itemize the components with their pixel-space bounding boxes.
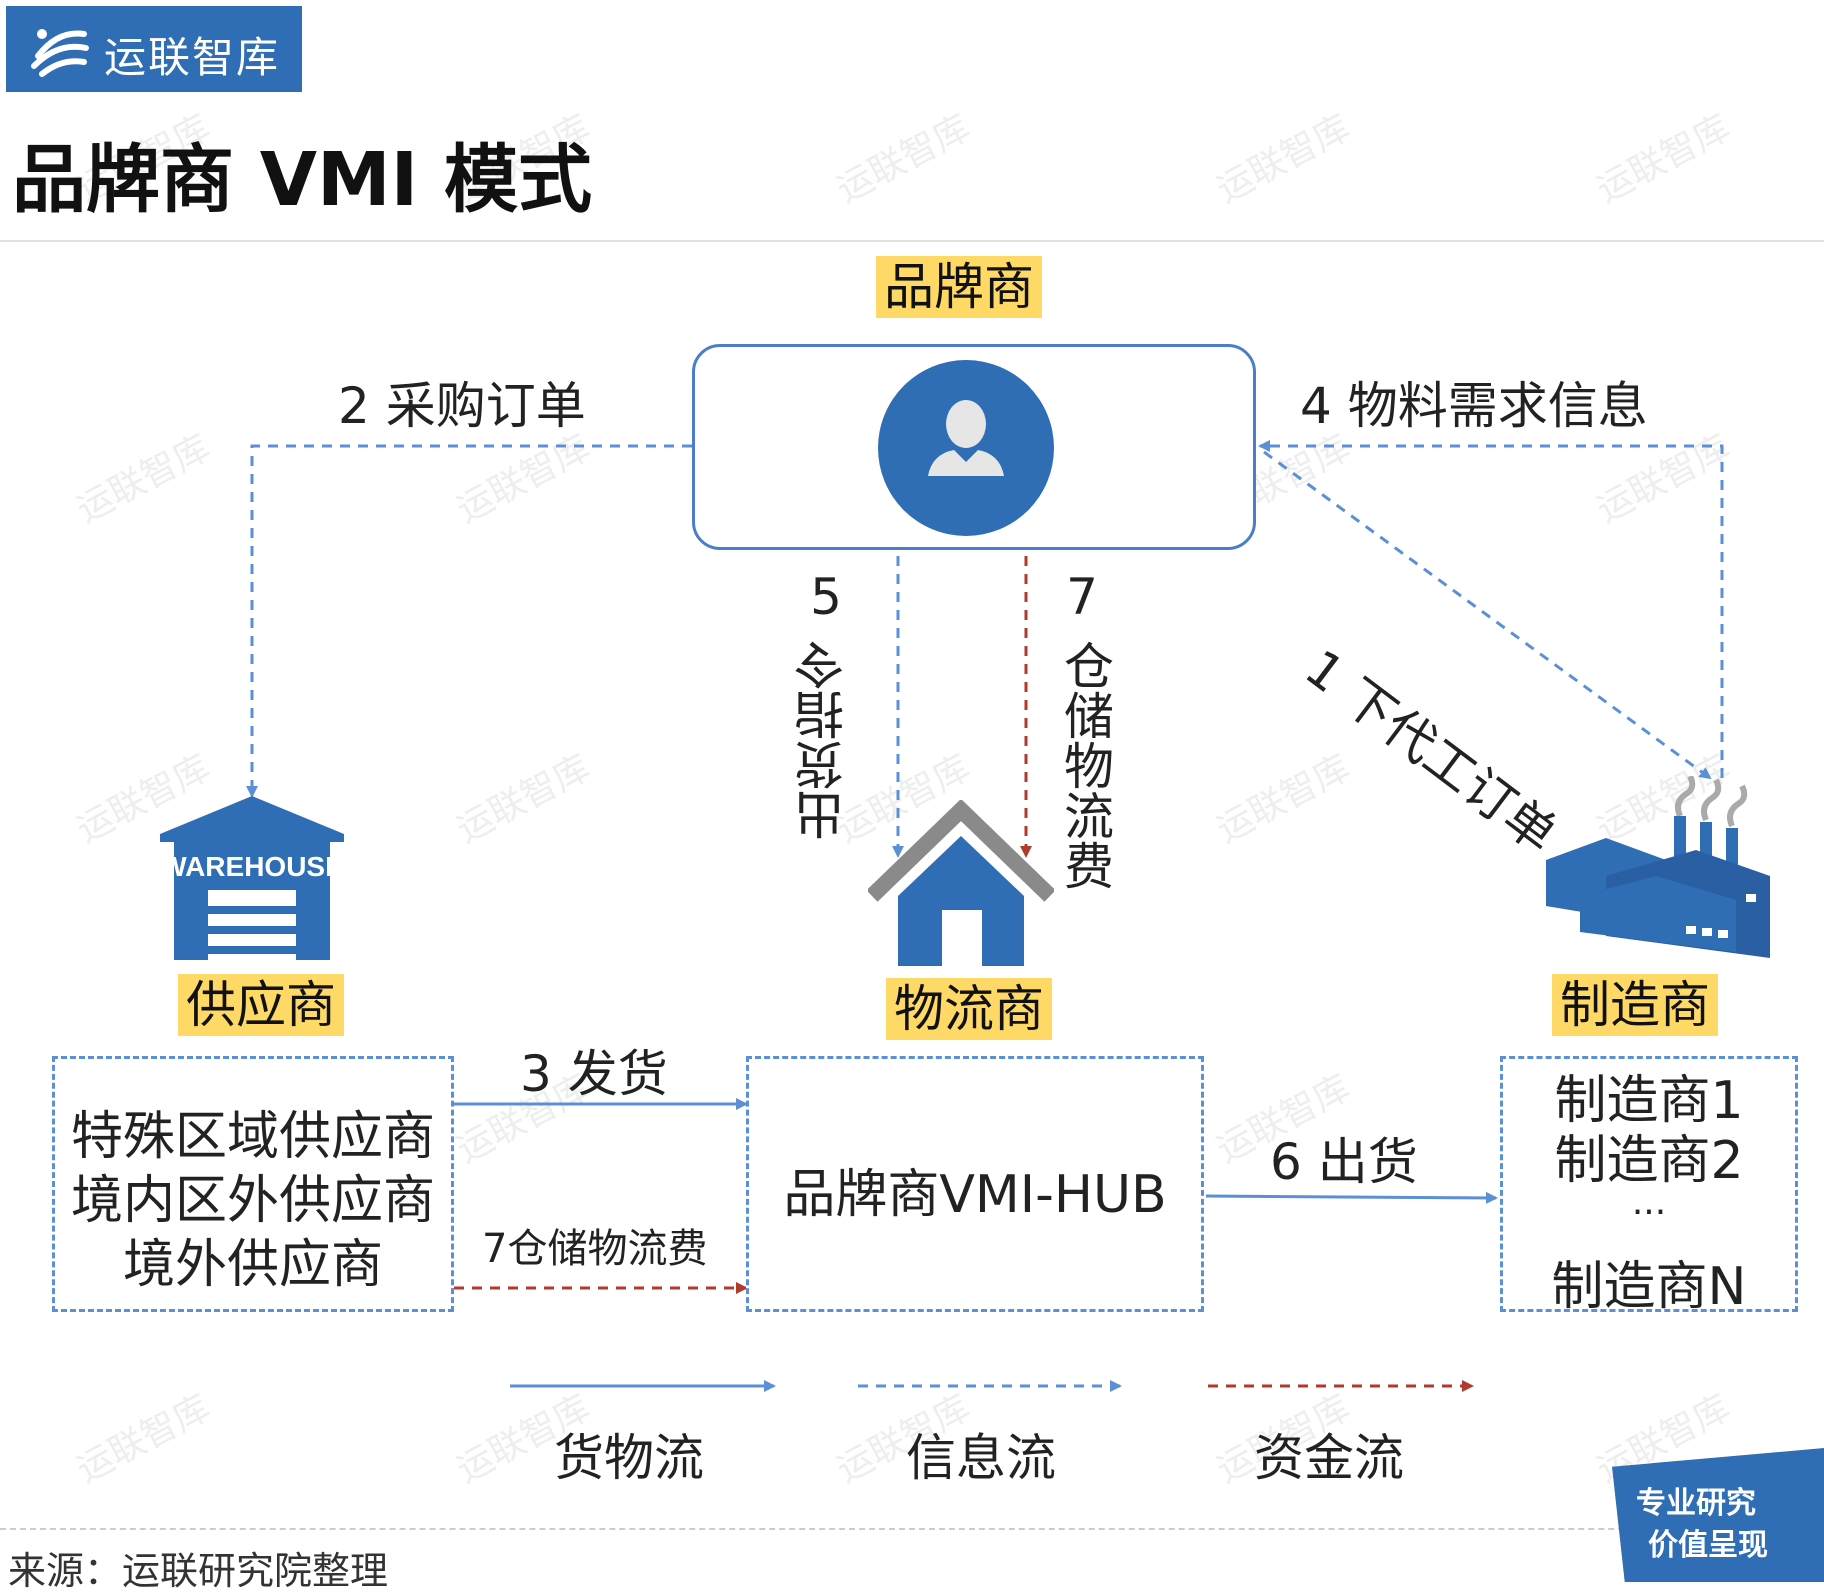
vmi-hub-box — [746, 1056, 1204, 1312]
flow-storage-fee-vertical-number: 7 — [1066, 568, 1098, 626]
source-note: 来源：运联研究院整理 — [8, 1549, 389, 1593]
legend-money-label: 资金流 — [1254, 1429, 1404, 1487]
flow-storage-fee-vertical-label: 仓储物流费 — [1056, 640, 1114, 890]
supplier-item: 境内区外供应商 — [70, 1171, 435, 1231]
warehouse-icon: WAREHOUSE — [160, 796, 344, 960]
slogan-badge: 专业研究 价值呈现 — [1612, 1448, 1824, 1582]
flow-ship-instruction-number: 5 — [810, 568, 842, 626]
manufacturer-item: ... — [1631, 1182, 1667, 1223]
flow-storage-fee-horizontal-label: 7仓储物流费 — [482, 1226, 708, 1272]
legend-goods-label: 货物流 — [554, 1429, 704, 1487]
flow-purchase-order-arrow — [246, 444, 692, 798]
manufacturer-item: 制造商2 — [1554, 1131, 1744, 1191]
logistics-label: 物流商 — [886, 978, 1052, 1040]
house-icon — [868, 800, 1054, 966]
flow-oem-order-arrow — [1263, 450, 1712, 780]
manufacturer-item: 制造商N — [1551, 1257, 1747, 1317]
supplier-box — [52, 1056, 454, 1312]
brand-label: 品牌商 — [876, 256, 1042, 318]
slogan-line: 专业研究 — [1636, 1486, 1756, 1521]
logo-swirl-icon — [31, 29, 89, 77]
supplier-label: 供应商 — [178, 974, 344, 1036]
manufacturer-box — [1500, 1056, 1798, 1312]
footer-divider — [0, 1528, 1824, 1530]
flow-ship-instruction-label: 出货指令 — [794, 640, 852, 840]
legend-info-label: 信息流 — [906, 1429, 1056, 1487]
warehouse-sign: WAREHOUSE — [160, 851, 344, 882]
vmi-hub-label: 品牌商VMI-HUB — [783, 1165, 1167, 1225]
user-avatar-icon — [878, 360, 1054, 536]
supplier-item: 境外供应商 — [122, 1235, 383, 1295]
flow-material-demand-arrow — [1258, 440, 1724, 778]
manufacturer-item: 制造商1 — [1554, 1071, 1744, 1131]
brand-logo: 运联智库 — [6, 6, 302, 92]
supplier-item: 特殊区域供应商 — [70, 1107, 435, 1167]
title-divider — [0, 240, 1824, 242]
flow-material-demand-label: 4 物料需求信息 — [1300, 377, 1648, 435]
manufacturer-label: 制造商 — [1552, 974, 1718, 1036]
factory-icon — [1546, 776, 1770, 958]
flow-delivery-label: 3 发货 — [520, 1045, 668, 1103]
flow-shipment-label: 6 出货 — [1270, 1133, 1418, 1191]
page-title: 品牌商 VMI 模式 — [12, 137, 592, 223]
flow-purchase-order-label: 2 采购订单 — [338, 377, 586, 435]
flow-shipment-arrow — [1205, 1191, 1498, 1204]
slogan-line: 价值呈现 — [1648, 1528, 1768, 1563]
logo-text: 运联智库 — [104, 33, 281, 82]
